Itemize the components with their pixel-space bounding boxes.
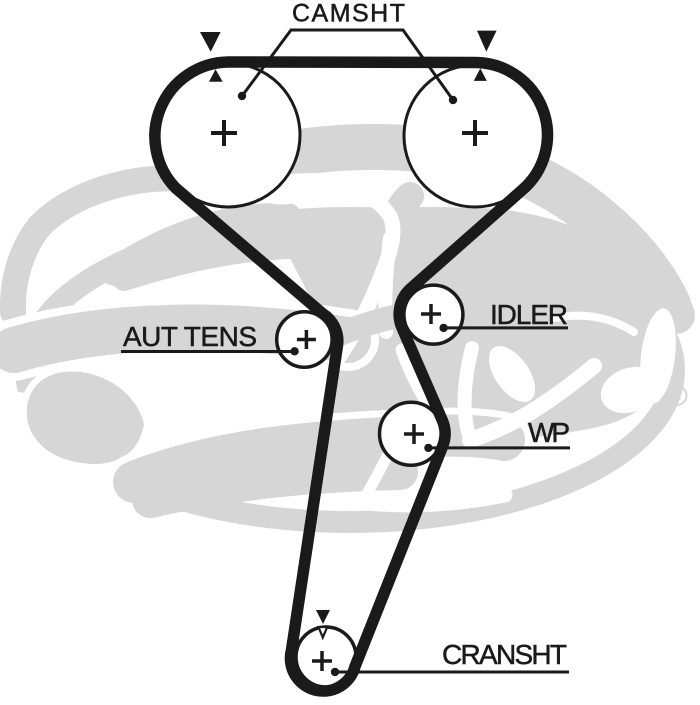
svg-text:AUT TENS: AUT TENS: [123, 321, 257, 352]
svg-text:IDLER: IDLER: [490, 299, 568, 330]
svg-text:R: R: [673, 389, 682, 403]
svg-text:CRANSHT: CRANSHT: [442, 639, 567, 670]
svg-text:CAMSHT: CAMSHT: [292, 0, 405, 28]
svg-text:WP: WP: [528, 417, 570, 448]
